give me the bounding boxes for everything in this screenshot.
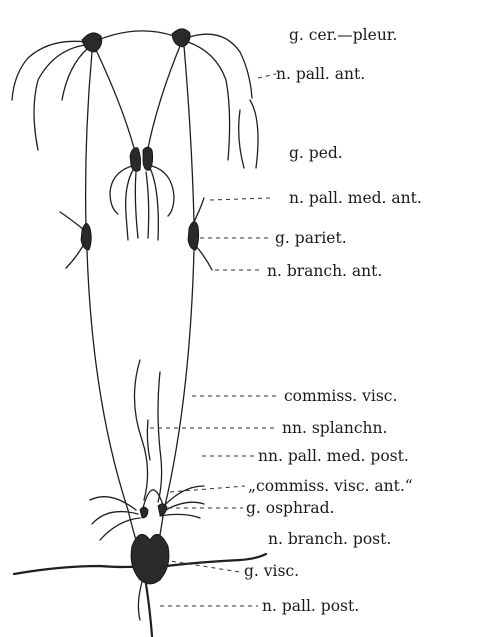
leader-pall-ant <box>258 74 276 78</box>
anterior-pallial-nerve-right-3 <box>239 110 244 168</box>
label-n-branch-post: n. branch. post. <box>268 530 391 548</box>
label-commiss-visc: commiss. visc. <box>284 387 397 405</box>
visceral-commissure-right <box>154 250 194 574</box>
label-n-pall-post: n. pall. post. <box>262 597 359 615</box>
visceral-ganglion <box>131 534 169 584</box>
label-g-pariet: g. pariet. <box>275 229 347 247</box>
posterior-pallial-nerve <box>146 584 152 636</box>
osphradial-ganglion-right <box>158 504 167 515</box>
label-n-pall-ant: n. pall. ant. <box>276 65 365 83</box>
leader-pall-med-ant <box>210 198 270 200</box>
visceral-nerve-secondary <box>138 582 142 620</box>
cerebro-pedal-connective-right <box>148 46 180 148</box>
pedal-ganglion-left <box>130 148 141 172</box>
pedal-nerve-4 <box>146 172 149 238</box>
label-g-cer-pleur: g. cer.—pleur. <box>289 26 397 44</box>
label-nn-splanchn: nn. splanchn. <box>282 419 387 437</box>
anterior-pallial-nerve-right-4 <box>250 100 258 168</box>
leader-commiss-visc-ant <box>170 486 245 492</box>
anterior-pallial-nerve-left-3 <box>62 48 88 100</box>
pedal-nerve-3 <box>135 172 138 238</box>
pedal-ganglion-right <box>143 147 153 170</box>
posterior-medial-pallial-nerve-right-3 <box>160 514 200 518</box>
label-nn-pall-med-post: nn. pall. med. post. <box>258 447 409 465</box>
pedal-nerve-6 <box>152 166 174 216</box>
parietal-nerve-left-upper <box>60 212 84 230</box>
pedal-nerve-5 <box>150 168 158 240</box>
label-g-osphrad: g. osphrad. <box>246 499 334 517</box>
label-g-ped: g. ped. <box>289 144 343 162</box>
parietal-nerve-left-lower <box>66 244 84 268</box>
anterior-pallial-nerve-left-1 <box>12 41 86 100</box>
pedal-nerve-2 <box>126 170 133 240</box>
label-n-pall-med-ant: n. pall. med. ant. <box>289 189 422 207</box>
osphradial-ganglion-left <box>140 507 148 518</box>
label-commiss-visc-ant: „commiss. visc. ant.“ <box>248 477 413 495</box>
cerebral-commissure <box>98 31 174 40</box>
posterior-medial-pallial-nerve-left-3 <box>100 518 140 540</box>
posterior-branchial-nerve <box>14 566 140 574</box>
pleuro-parietal-connective-right <box>184 46 194 222</box>
posterior-medial-pallial-nerve-left-1 <box>90 497 136 510</box>
label-n-branch-ant: n. branch. ant. <box>267 262 382 280</box>
cerebro-pedal-connective-left <box>96 50 134 148</box>
pedal-nerve-1 <box>110 166 132 214</box>
posterior-medial-pallial-nerve-right-2 <box>162 502 204 512</box>
splanchnic-nerve-2 <box>158 372 162 502</box>
anterior-branchial-nerve <box>196 246 212 270</box>
splanchnic-nerve-3 <box>147 420 150 460</box>
pleuro-parietal-connective-left <box>86 52 92 228</box>
splanchnic-nerve-1 <box>134 360 147 500</box>
parietal-ganglion-right <box>188 221 199 250</box>
label-g-visc: g. visc. <box>244 562 299 580</box>
anterior-pallial-nerve-right-2 <box>188 42 230 160</box>
